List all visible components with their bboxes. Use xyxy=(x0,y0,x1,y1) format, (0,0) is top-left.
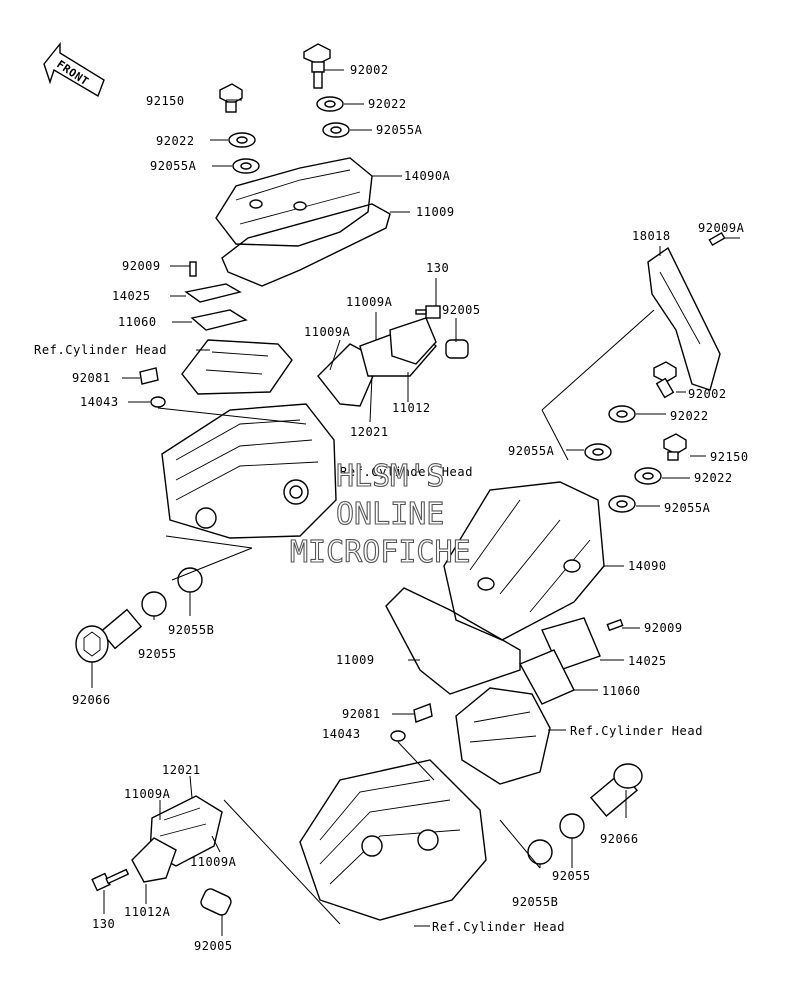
label-11012: 11012 xyxy=(392,401,431,415)
o-ring-92055c-icon xyxy=(559,813,585,839)
label-14090a: 14090A xyxy=(404,169,451,183)
label-18018: 18018 xyxy=(632,229,671,243)
label-14043: 14043 xyxy=(80,395,119,409)
bolt-92002-icon xyxy=(303,43,331,89)
label-92022: 92022 xyxy=(670,409,709,423)
label-92022: 92022 xyxy=(156,134,195,148)
gasket-11009b-icon xyxy=(385,587,521,695)
label-92002: 92002 xyxy=(688,387,727,401)
label-92022: 92022 xyxy=(694,471,733,485)
reed-valve-ref-icon xyxy=(181,339,293,395)
label-92009a: 92009A xyxy=(698,221,745,235)
label-14025: 14025 xyxy=(112,289,151,303)
cylinder-head-rear-icon xyxy=(299,759,487,921)
label-11009a: 11009A xyxy=(346,295,393,309)
spring-92081b-icon xyxy=(413,703,433,723)
label-92055: 92055 xyxy=(552,869,591,883)
reed-valve-ref-b-icon xyxy=(455,687,551,785)
label-92022: 92022 xyxy=(368,97,407,111)
gasket-11009-icon xyxy=(221,203,391,287)
label-92150: 92150 xyxy=(710,450,749,464)
cap-14043-icon xyxy=(150,396,166,408)
plate-14025-icon xyxy=(184,283,242,303)
sleeve-92005-icon xyxy=(445,339,469,359)
label-12021: 12021 xyxy=(350,425,389,439)
cap-14043b-icon xyxy=(390,730,406,742)
bolt-92002b-icon xyxy=(653,361,677,399)
label-12021: 12021 xyxy=(162,763,201,777)
gasket-11060-icon xyxy=(190,309,248,331)
label-92150: 92150 xyxy=(146,94,185,108)
label-92055b: 92055B xyxy=(168,623,214,637)
watermark-line-1: HLSM'S xyxy=(336,459,444,494)
bolt-92150b-icon xyxy=(663,433,687,461)
label-92055a: 92055A xyxy=(150,159,197,173)
label-11012a: 11012A xyxy=(124,905,171,919)
label-11060: 11060 xyxy=(602,684,641,698)
label-92009: 92009 xyxy=(644,621,683,635)
spring-92081-icon xyxy=(139,367,159,385)
front-arrow-icon: FRONT xyxy=(43,42,105,98)
label-ref-cylinder-head: Ref.Cylinder Head xyxy=(340,465,473,479)
bolt-130b-icon xyxy=(91,868,130,892)
label-11009: 11009 xyxy=(336,653,375,667)
label-92081: 92081 xyxy=(72,371,111,385)
label-92009: 92009 xyxy=(122,259,161,273)
cylinder-head-front-icon xyxy=(161,403,337,539)
chain-guide-18018-icon xyxy=(647,246,721,391)
label-92081: 92081 xyxy=(342,707,381,721)
plug-92066b-icon xyxy=(589,763,643,818)
o-ring-92055-icon xyxy=(141,591,167,617)
leader-lines xyxy=(91,69,740,936)
label-92002: 92002 xyxy=(350,63,389,77)
label-11060: 11060 xyxy=(118,315,157,329)
label-11009a: 11009A xyxy=(304,325,351,339)
screw-92009b-icon xyxy=(606,618,624,632)
sleeve-92005b-icon xyxy=(200,888,232,916)
label-11009a: 11009A xyxy=(124,787,171,801)
label-11009a: 11009A xyxy=(190,855,237,869)
label-14043: 14043 xyxy=(322,727,361,741)
label-14090: 14090 xyxy=(628,559,667,573)
watermark-line-3: MICROFICHE xyxy=(290,535,471,570)
label-92066: 92066 xyxy=(72,693,111,707)
label-92066: 92066 xyxy=(600,832,639,846)
label-92005: 92005 xyxy=(194,939,233,953)
label-92055a: 92055A xyxy=(508,444,555,458)
label-130: 130 xyxy=(92,917,115,931)
plug-92066-icon xyxy=(75,608,143,663)
label-92055: 92055 xyxy=(138,647,177,661)
watermark-line-2: ONLINE xyxy=(336,497,444,532)
label-ref-cylinder-head: Ref.Cylinder Head xyxy=(432,920,565,934)
pipe-11012-icon xyxy=(389,317,437,365)
head-cover-14090-icon xyxy=(443,481,605,641)
label-ref-cylinder-head: Ref.Cylinder Head xyxy=(34,343,167,357)
watermark: HLSM'S ONLINE MICROFICHE xyxy=(289,458,471,570)
bolt-130-icon xyxy=(415,305,441,319)
screw-92009-icon xyxy=(189,261,197,277)
label-130: 130 xyxy=(426,261,449,275)
o-ring-92055b-icon xyxy=(177,567,203,593)
head-cover-14090a-icon xyxy=(215,157,373,247)
intake-assembly-lower-icon xyxy=(131,795,223,883)
label-92055a: 92055A xyxy=(376,123,423,137)
part-labels: 92002 92150 92022 92022 92055A 92055A 14… xyxy=(34,63,749,953)
label-11009: 11009 xyxy=(416,205,455,219)
label-92055b: 92055B xyxy=(512,895,558,909)
bolt-92150-icon xyxy=(219,83,243,113)
o-ring-92055b-b-icon xyxy=(527,839,553,865)
label-14025: 14025 xyxy=(628,654,667,668)
label-ref-cylinder-head: Ref.Cylinder Head xyxy=(570,724,703,738)
label-92005: 92005 xyxy=(442,303,481,317)
screw-92009a-icon xyxy=(708,231,726,247)
label-92055a: 92055A xyxy=(664,501,711,515)
